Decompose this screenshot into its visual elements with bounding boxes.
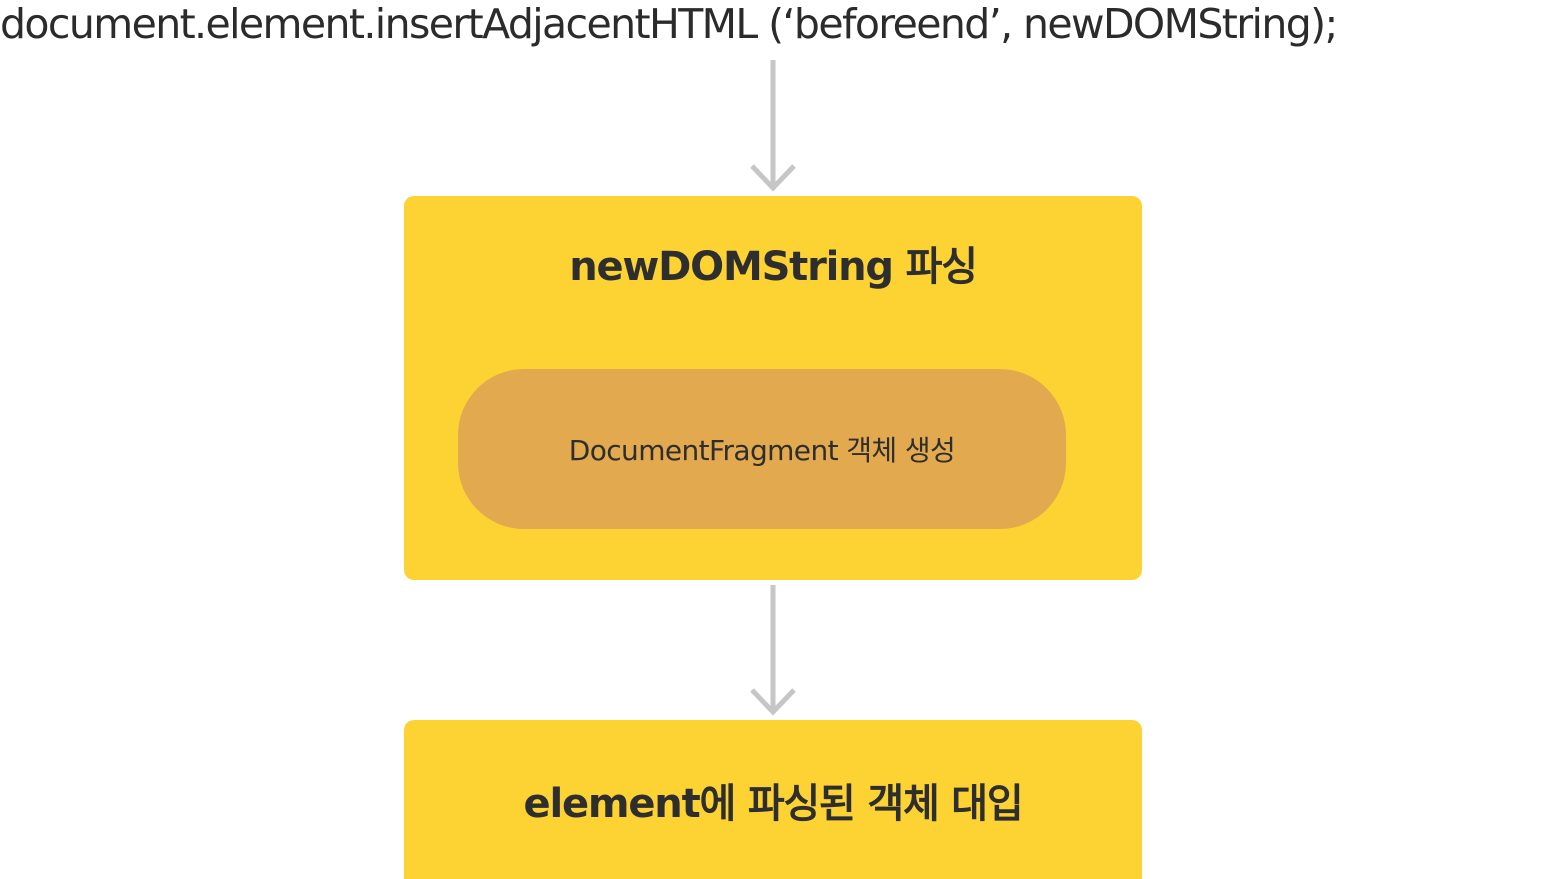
document-fragment-node: DocumentFragment 객체 생성 [458, 369, 1066, 529]
parse-box-title: newDOMString 파싱 [569, 244, 978, 290]
document-fragment-label: DocumentFragment 객체 생성 [568, 434, 956, 467]
code-line: document.element.insertAdjacentHTML (‘be… [0, 0, 1338, 48]
assign-box: element에 파싱된 객체 대입 [404, 720, 1142, 879]
arrow-down-icon [750, 585, 796, 716]
assign-box-label: element에 파싱된 객체 대입 [523, 780, 1024, 827]
parse-box: newDOMString 파싱 DocumentFragment 객체 생성 [404, 196, 1142, 580]
arrow-down-icon [750, 60, 796, 192]
